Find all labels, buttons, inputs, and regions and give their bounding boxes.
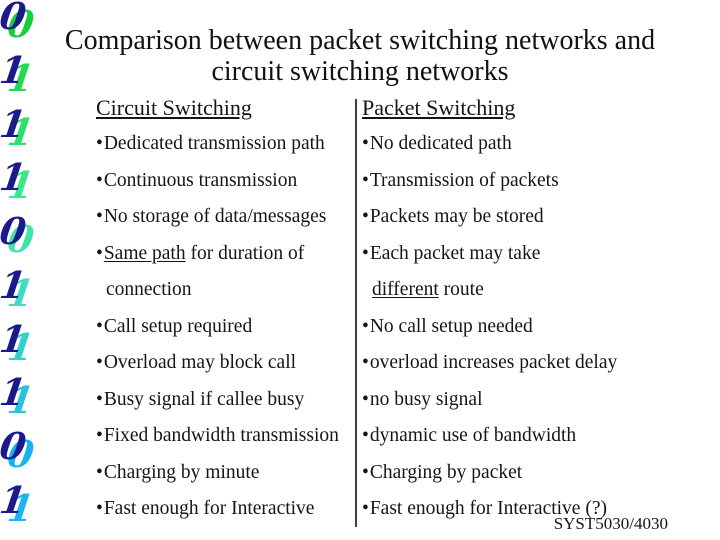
title-line-2: circuit switching networks <box>211 56 509 87</box>
list-item: •No dedicated path <box>362 126 672 163</box>
list-item: •Transmission of packets <box>362 163 672 200</box>
bullet-glyph: • <box>96 133 103 154</box>
list-item: connection <box>96 272 356 309</box>
bullet-glyph: • <box>362 169 369 191</box>
bullet-glyph: • <box>362 242 369 264</box>
list-item: •Dedicated transmission path <box>96 126 356 163</box>
list-item: •Overload may block call <box>96 345 356 382</box>
item-text: connection <box>106 279 192 300</box>
list-item: •Charging by packet <box>362 455 672 492</box>
title-line-1: Comparison between packet switching netw… <box>64 25 656 56</box>
bullet-glyph: • <box>362 133 369 154</box>
item-text: for duration of <box>185 242 305 264</box>
bullet-glyph: • <box>362 388 369 410</box>
binary-digit-0-icon: 0 <box>5 432 57 476</box>
page-title: Comparison between packet switching netw… <box>0 25 720 87</box>
bullet-glyph: • <box>96 315 103 337</box>
item-text: Charging by minute <box>103 461 260 483</box>
binary-digit-1-icon: 1 <box>5 110 57 154</box>
item-text: No call setup needed <box>369 315 533 337</box>
list-item: •Same path for duration of <box>96 236 356 273</box>
list-item: •Fast enough for Interactive <box>96 491 356 528</box>
item-text: Fast enough for Interactive (?) <box>369 498 607 519</box>
list-item: •Fast enough for Interactive (?) <box>362 491 672 528</box>
binary-digit-1-icon: 1 <box>5 325 57 369</box>
item-text: Packets may be stored <box>369 206 544 227</box>
list-item: •Charging by minute <box>96 455 356 492</box>
list-item: •no busy signal <box>362 382 672 419</box>
binary-digit-0-icon: 0 <box>5 217 57 261</box>
list-item: •overload increases packet delay <box>362 345 672 382</box>
item-text: Transmission of packets <box>369 169 559 191</box>
bullet-glyph: • <box>96 169 103 191</box>
binary-digit-1-icon: 1 <box>5 163 57 207</box>
list-item: •Each packet may take <box>362 236 672 273</box>
binary-digit-1-icon: 1 <box>5 378 57 422</box>
bullet-glyph: • <box>362 206 369 227</box>
packet-switching-list: •No dedicated path•Transmission of packe… <box>362 126 672 528</box>
circuit-switching-column: Circuit Switching •Dedicated transmissio… <box>96 96 356 528</box>
bullet-glyph: • <box>362 315 369 337</box>
item-text: dynamic use of bandwidth <box>369 425 577 446</box>
item-text: Overload may block call <box>103 352 297 373</box>
item-text: Fixed bandwidth transmission <box>103 425 339 446</box>
list-item: different route <box>362 272 672 309</box>
bullet-glyph: • <box>362 498 369 519</box>
item-text: overload increases packet delay <box>369 352 618 373</box>
packet-switching-column: Packet Switching •No dedicated path•Tran… <box>362 96 672 528</box>
bullet-glyph: • <box>96 352 103 373</box>
course-code: SYST5030/4030 <box>553 514 668 533</box>
list-item: •No storage of data/messages <box>96 199 356 236</box>
binary-digit-1-icon: 1 <box>5 271 57 315</box>
list-item: •Call setup required <box>96 309 356 346</box>
column-header-packet-switching: Packet Switching <box>362 95 516 120</box>
list-item: •dynamic use of bandwidth <box>362 418 672 455</box>
bullet-glyph: • <box>362 461 369 483</box>
item-text: route <box>438 279 484 300</box>
bullet-glyph: • <box>96 206 103 227</box>
item-text: Continuous transmission <box>103 169 298 191</box>
bullet-glyph: • <box>96 425 103 446</box>
item-text: No dedicated path <box>369 133 512 154</box>
column-divider <box>355 99 357 527</box>
list-item: •Packets may be stored <box>362 199 672 236</box>
item-text: Dedicated transmission path <box>103 133 325 154</box>
item-text: Fast enough for Interactive <box>103 498 315 519</box>
bullet-glyph: • <box>96 461 103 483</box>
item-text: no busy signal <box>369 388 483 410</box>
item-text: Busy signal if callee busy <box>103 388 305 410</box>
bullet-glyph: • <box>96 498 103 519</box>
item-text: Each packet may take <box>369 242 541 264</box>
circuit-switching-list: •Dedicated transmission path•Continuous … <box>96 126 356 528</box>
bullet-glyph: • <box>362 352 369 373</box>
underlined-text: Same path <box>103 242 186 264</box>
underlined-text: different <box>372 279 439 300</box>
item-text: Charging by packet <box>369 461 523 483</box>
binary-digit-1-icon: 1 <box>5 486 57 530</box>
item-text: No storage of data/messages <box>103 206 327 227</box>
list-item: •Continuous transmission <box>96 163 356 200</box>
bullet-glyph: • <box>96 388 103 410</box>
list-item: •Busy signal if callee busy <box>96 382 356 419</box>
list-item: •Fixed bandwidth transmission <box>96 418 356 455</box>
column-header-circuit-switching: Circuit Switching <box>96 95 252 120</box>
bullet-glyph: • <box>96 242 103 264</box>
bullet-glyph: • <box>362 425 369 446</box>
item-text: Call setup required <box>103 315 253 337</box>
list-item: •No call setup needed <box>362 309 672 346</box>
